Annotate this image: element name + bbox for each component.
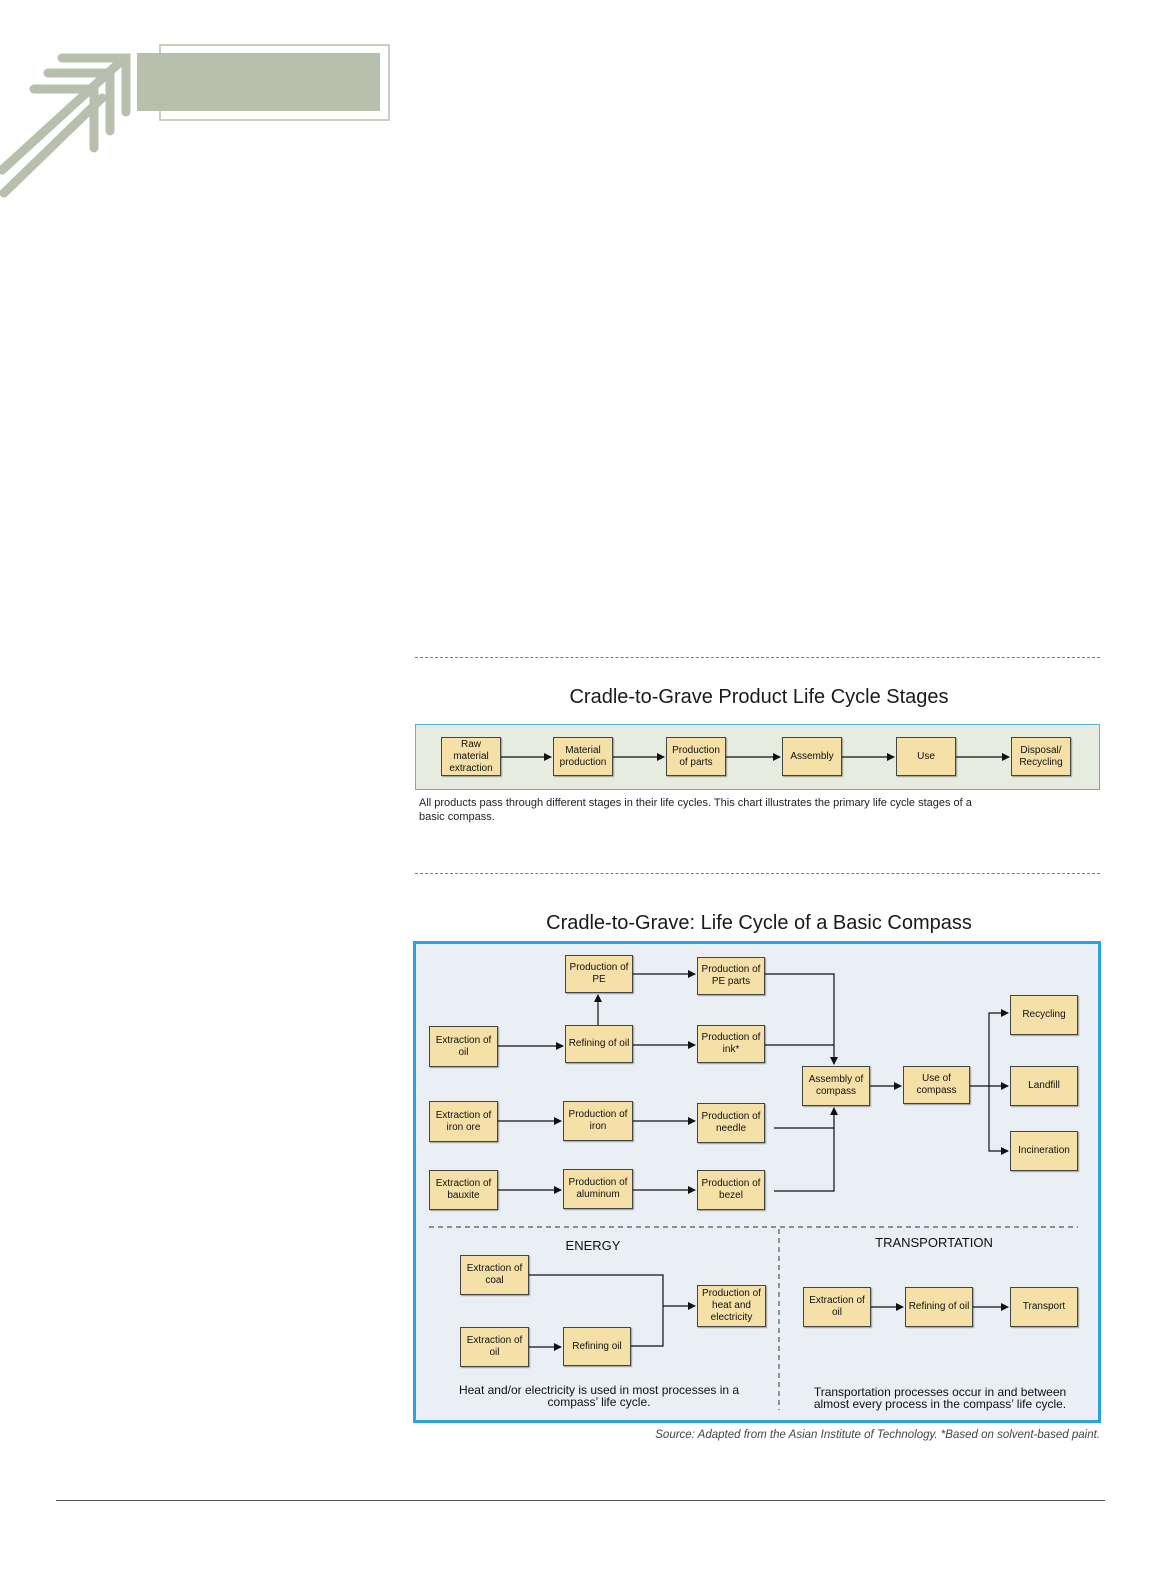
node-landfill: Landfill (1010, 1066, 1078, 1106)
dashed-divider (415, 657, 1100, 658)
figure-title-compass: Cradle-to-Grave: Life Cycle of a Basic C… (546, 912, 972, 934)
node-recycling: Recycling (1010, 995, 1078, 1035)
node-production-bezel: Production of bezel (697, 1170, 765, 1210)
node-production-needle: Production of needle (697, 1103, 765, 1143)
node-production-heat-electricity: Production of heat and electricity (697, 1285, 766, 1327)
stage-box: Assembly (782, 737, 842, 776)
header-decoration (0, 44, 390, 198)
stage-box: Use (896, 737, 956, 776)
flow-arrow (774, 1107, 838, 1192)
flow-arrow (988, 1009, 1009, 1086)
dashed-divider (415, 873, 1100, 874)
stage-box: Raw material extraction (441, 737, 501, 776)
node-transport-refining-oil: Refining of oil (905, 1287, 973, 1327)
flow-arrow (988, 1086, 1009, 1155)
stage-box: Disposal/ Recycling (1011, 737, 1071, 776)
node-production-aluminum: Production of aluminum (563, 1169, 633, 1209)
node-extraction-coal: Extraction of coal (460, 1255, 529, 1295)
source-note: Source: Adapted from the Asian Institute… (655, 1429, 1100, 1441)
transportation-note: Transportation processes occur in and be… (813, 1385, 1067, 1411)
node-assembly-compass: Assembly of compass (802, 1066, 870, 1106)
node-refining-oil: Refining of oil (565, 1025, 633, 1063)
energy-note: Heat and/or electricity is used in most … (458, 1383, 740, 1409)
diagonal-stroke-icon (0, 93, 107, 198)
node-energy-extraction-oil: Extraction of oil (460, 1327, 529, 1367)
node-transport: Transport (1010, 1287, 1078, 1327)
transportation-heading: TRANSPORTATION (875, 1235, 993, 1250)
node-production-pe: Production of PE (565, 955, 633, 993)
node-production-pe-parts: Production of PE parts (697, 957, 765, 995)
stages-caption: All products pass through different stag… (419, 797, 972, 823)
node-energy-refining-oil: Refining oil (563, 1327, 631, 1366)
node-use-compass: Use of compass (903, 1066, 970, 1104)
diagonal-stroke-icon (0, 59, 123, 175)
node-extraction-oil: Extraction of oil (429, 1026, 498, 1067)
page-footer-rule (56, 1500, 1105, 1501)
flow-line (529, 1274, 664, 1347)
header-block (137, 53, 380, 111)
stage-box: Production of parts (666, 737, 726, 776)
flow-arrow (765, 973, 838, 1065)
node-production-iron: Production of iron (563, 1101, 633, 1141)
node-extraction-bauxite: Extraction of bauxite (429, 1170, 498, 1210)
figure-title-stages: Cradle-to-Grave Product Life Cycle Stage… (569, 686, 949, 708)
chevron-outer-icon (57, 53, 131, 117)
stage-box: Material production (553, 737, 613, 776)
header-frame (159, 44, 390, 121)
node-incineration: Incineration (1010, 1131, 1078, 1171)
node-transport-extraction-oil: Extraction of oil (803, 1287, 871, 1327)
node-production-ink: Production of ink* (697, 1025, 765, 1063)
energy-heading: ENERGY (565, 1238, 621, 1253)
node-extraction-iron-ore: Extraction of iron ore (429, 1101, 498, 1142)
